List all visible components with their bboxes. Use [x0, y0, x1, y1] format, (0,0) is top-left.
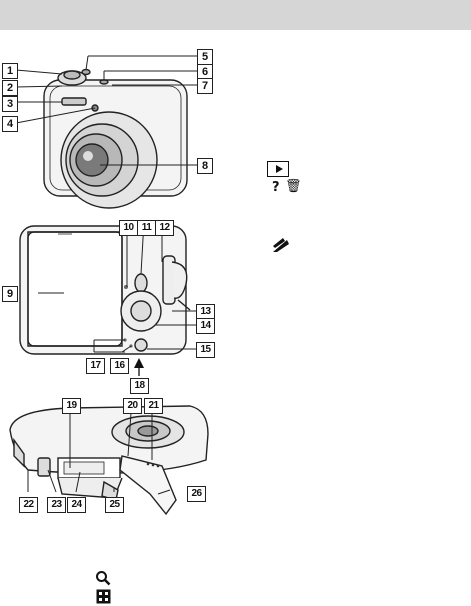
callout-18: 18 — [130, 378, 149, 394]
trash-icon: 🗑 — [285, 179, 302, 194]
magnifier-icon — [95, 570, 111, 586]
callout-22: 22 — [19, 497, 38, 513]
callout-21: 21 — [144, 398, 163, 414]
callout-10: 10 — [119, 220, 138, 236]
callout-2: 2 — [2, 80, 18, 96]
callout-1: 1 — [2, 63, 18, 79]
callout-7: 7 — [197, 78, 213, 94]
callout-3: 3 — [2, 96, 18, 112]
callout-24: 24 — [67, 497, 86, 513]
help-icon: ? — [272, 180, 280, 195]
callout-4: 4 — [2, 116, 18, 132]
callout-23: 23 — [47, 497, 66, 513]
callout-14: 14 — [196, 318, 215, 334]
callout-12: 12 — [155, 220, 174, 236]
callout-16: 16 — [110, 358, 129, 374]
callout-19: 19 — [62, 398, 81, 414]
index-grid-icon — [96, 589, 111, 604]
callout-15: 15 — [196, 342, 215, 358]
callout-26: 26 — [187, 486, 206, 502]
callout-5: 5 — [197, 49, 213, 65]
callout-20: 20 — [123, 398, 142, 414]
camera-back-view — [20, 226, 190, 354]
callout-8: 8 — [197, 158, 213, 174]
callout-25: 25 — [105, 497, 124, 513]
callout-9: 9 — [2, 286, 18, 302]
strap-hook-icon — [271, 236, 291, 254]
callout-11: 11 — [137, 220, 156, 236]
camera-front-view — [44, 70, 187, 209]
callout-17: 17 — [86, 358, 105, 374]
playback-button-icon — [267, 161, 289, 177]
